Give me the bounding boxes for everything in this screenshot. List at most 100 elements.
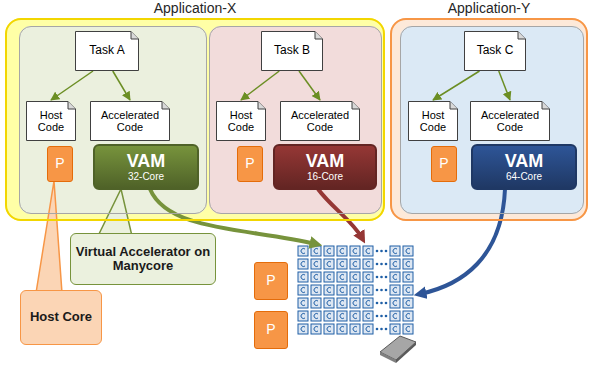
core-cell bbox=[298, 311, 308, 321]
box-label: 64-Core bbox=[503, 171, 545, 182]
box-label: P bbox=[436, 156, 451, 171]
core-glyph bbox=[301, 249, 305, 254]
task-document: Task C bbox=[464, 31, 526, 71]
core-cell bbox=[337, 259, 347, 269]
processor-core: P bbox=[47, 146, 73, 182]
core-cell bbox=[363, 246, 373, 256]
core-cell bbox=[363, 298, 373, 308]
core-glyph bbox=[340, 262, 344, 267]
core-glyph bbox=[353, 249, 357, 254]
core-cell bbox=[363, 324, 373, 334]
core-glyph bbox=[327, 327, 331, 332]
core-glyph bbox=[353, 314, 357, 319]
core-cell bbox=[324, 285, 334, 295]
core-cell bbox=[363, 272, 373, 282]
core-glyph bbox=[314, 262, 318, 267]
connector bbox=[299, 71, 320, 100]
core-cell bbox=[350, 272, 360, 282]
core-glyph bbox=[393, 249, 397, 254]
core-cell bbox=[403, 285, 413, 295]
core-glyph bbox=[327, 262, 331, 267]
box-label: Task B bbox=[271, 44, 313, 57]
core-cell bbox=[390, 272, 400, 282]
box-label: 32-Core bbox=[125, 171, 167, 182]
core-ellipsis bbox=[385, 315, 388, 318]
core-cell bbox=[390, 298, 400, 308]
group-heading: Application-X bbox=[7, 1, 383, 16]
core-cell bbox=[298, 324, 308, 334]
core-glyph bbox=[327, 314, 331, 319]
core-glyph bbox=[327, 301, 331, 306]
box-label: P bbox=[242, 156, 257, 171]
task-document: Task B bbox=[261, 31, 323, 71]
box-label: Host Code bbox=[408, 109, 458, 133]
box-label: Accelerated Code bbox=[90, 109, 170, 133]
core-cell bbox=[298, 272, 308, 282]
core-cell bbox=[324, 311, 334, 321]
core-glyph bbox=[366, 262, 370, 267]
core-glyph bbox=[327, 288, 331, 293]
document-fold bbox=[162, 102, 170, 110]
core-ellipsis bbox=[376, 302, 379, 305]
core-cell bbox=[390, 311, 400, 321]
chip-icon bbox=[380, 336, 416, 363]
task-panel: Task AHost CodeAccelerated CodePVAM32-Co… bbox=[19, 26, 207, 214]
core-cell bbox=[350, 324, 360, 334]
core-ellipsis bbox=[376, 289, 379, 292]
core-ellipsis bbox=[385, 289, 388, 292]
core-cell bbox=[403, 246, 413, 256]
core-cell bbox=[324, 272, 334, 282]
box-label: Task A bbox=[86, 44, 127, 57]
core-cell bbox=[298, 298, 308, 308]
core-glyph bbox=[406, 327, 410, 332]
core-cell bbox=[337, 311, 347, 321]
core-ellipsis bbox=[376, 276, 379, 279]
core-cell bbox=[311, 259, 321, 269]
core-ellipsis bbox=[376, 263, 379, 266]
region-fill bbox=[19, 26, 207, 214]
core-cell bbox=[363, 259, 373, 269]
callout-box: Host Core bbox=[20, 290, 102, 345]
document-fold bbox=[542, 102, 550, 110]
box-label: VAM bbox=[124, 152, 169, 172]
connector bbox=[433, 71, 480, 100]
box-label: VAM bbox=[502, 152, 547, 172]
core-ellipsis bbox=[385, 250, 388, 253]
document-fold bbox=[518, 32, 526, 40]
core-glyph bbox=[393, 314, 397, 319]
callout-box: Virtual Accelerator on Manycore bbox=[70, 233, 216, 285]
core-glyph bbox=[406, 288, 410, 293]
document-outline-path bbox=[217, 102, 266, 141]
box-label: Accelerated Code bbox=[280, 109, 360, 133]
core-glyph bbox=[393, 288, 397, 293]
core-cell bbox=[311, 285, 321, 295]
core-glyph bbox=[314, 327, 318, 332]
core-grid bbox=[298, 246, 413, 334]
application-region: Application-YTask CHost CodeAccelerated … bbox=[390, 18, 588, 221]
core-cell bbox=[298, 259, 308, 269]
core-ellipsis bbox=[376, 250, 379, 253]
core-cell bbox=[298, 246, 308, 256]
core-glyph bbox=[327, 275, 331, 280]
document-fold bbox=[68, 102, 76, 110]
core-ellipsis bbox=[380, 302, 383, 305]
connector bbox=[113, 71, 130, 100]
core-glyph bbox=[301, 287, 305, 292]
document-outline-path bbox=[262, 32, 323, 71]
core-cell bbox=[337, 272, 347, 282]
core-glyph bbox=[301, 275, 305, 280]
core-ellipsis bbox=[385, 263, 388, 266]
group-heading: Application-Y bbox=[392, 1, 586, 16]
core-cell bbox=[403, 311, 413, 321]
core-ellipsis bbox=[380, 276, 383, 279]
box-label: Host Code bbox=[216, 109, 266, 133]
core-glyph bbox=[393, 275, 397, 280]
core-cell bbox=[311, 246, 321, 256]
processor-core: P bbox=[254, 311, 288, 349]
core-glyph bbox=[393, 327, 397, 332]
document-outline-path bbox=[91, 102, 170, 141]
task-panel: Task CHost CodeAccelerated CodePVAM64-Co… bbox=[400, 26, 584, 214]
callout-tail bbox=[36, 181, 62, 293]
box-label: Task C bbox=[474, 44, 517, 57]
core-ellipsis bbox=[376, 328, 379, 331]
